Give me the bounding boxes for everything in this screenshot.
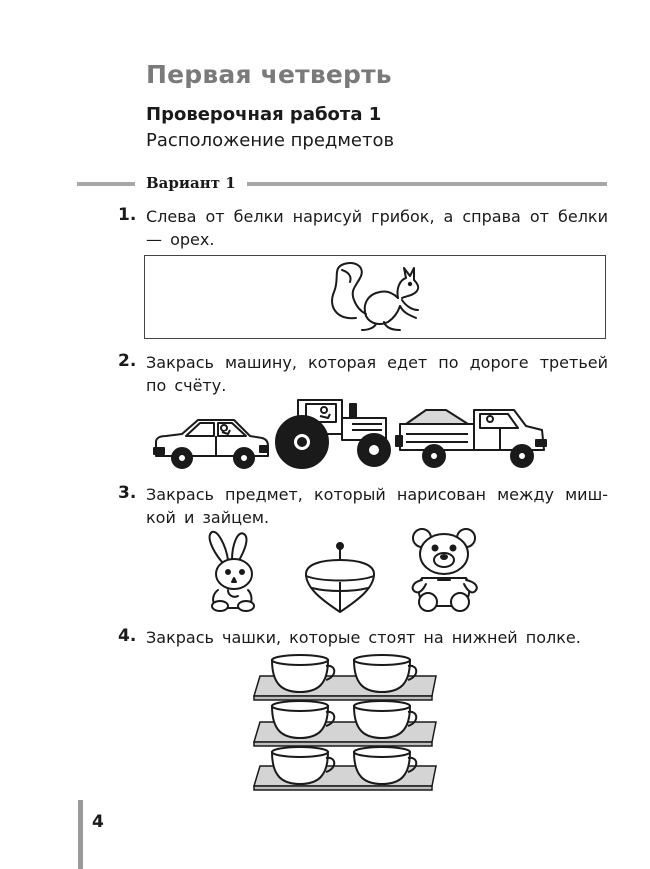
work-subtitle: Расположение предметов xyxy=(146,130,395,151)
shelf-top xyxy=(253,654,437,701)
task-3-text: Закрась предмет, который нарисован между… xyxy=(146,485,608,527)
car-illustration[interactable] xyxy=(152,412,270,472)
task-4-text: Закрась чашки, которые стоят на нижней п… xyxy=(146,628,581,647)
variant-rule-right xyxy=(247,182,607,186)
truck-illustration[interactable] xyxy=(395,406,548,472)
page-number: 4 xyxy=(92,812,104,832)
bunny-illustration[interactable] xyxy=(200,530,262,612)
drawing-area-box[interactable] xyxy=(144,255,606,339)
work-title: Проверочная работа 1 xyxy=(146,104,382,125)
task-1-number: 1. xyxy=(118,205,137,225)
spinning-top-illustration[interactable] xyxy=(302,540,378,614)
task-1-text: Слева от белки нарисуй грибок, а справа … xyxy=(146,207,608,249)
task-4-number: 4. xyxy=(118,626,137,646)
shelf-bottom xyxy=(253,746,437,791)
tractor-illustration[interactable] xyxy=(272,390,392,472)
squirrel-illustration xyxy=(331,262,420,331)
shelf-middle xyxy=(253,700,437,747)
task-3-number: 3. xyxy=(118,483,137,503)
page-margin-bar xyxy=(78,800,83,869)
variant-label: Вариант 1 xyxy=(146,174,236,192)
task-2-number: 2. xyxy=(118,351,137,371)
shelves-with-cups-illustration xyxy=(253,654,437,791)
task-2-text: Закрась машину, которая едет по дороге т… xyxy=(146,353,608,395)
variant-rule-left xyxy=(77,182,135,186)
teddy-bear-illustration[interactable] xyxy=(408,528,482,612)
quarter-title: Первая четверть xyxy=(146,60,392,89)
